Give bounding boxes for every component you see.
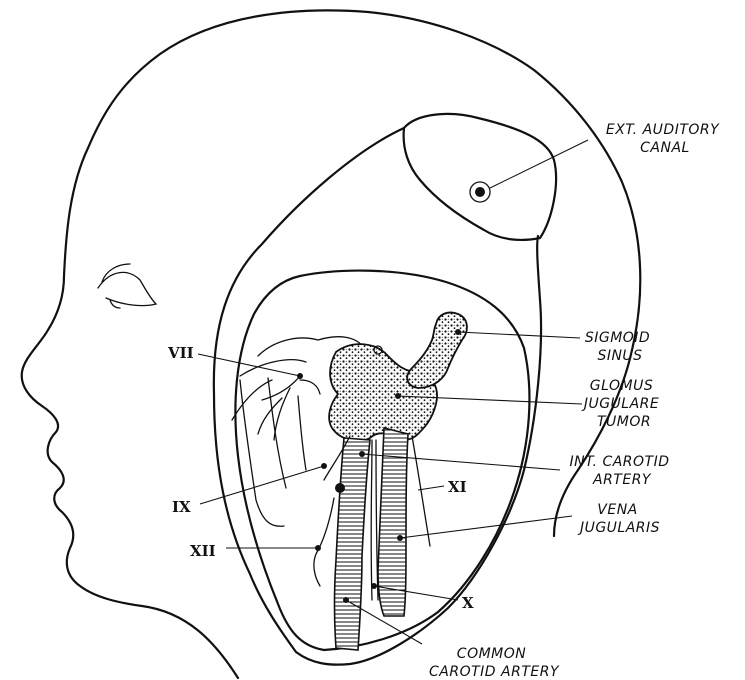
label-glomus-jugulare-tumor: GLOMUS JUGULARE TUMOR xyxy=(581,378,664,430)
label-nerve-xii: XII xyxy=(190,542,216,560)
facial-nerve-branches xyxy=(258,376,320,470)
ext-auditory-canal-opening xyxy=(470,182,490,202)
label-nerve-x: X xyxy=(462,594,474,612)
nerve-xii-hypoglossal xyxy=(314,498,334,586)
carotid-artery xyxy=(335,438,371,650)
label-sigmoid-sinus: SIGMOID SINUS xyxy=(585,330,655,364)
label-common-carotid-artery: COMMON CAROTID ARTERY xyxy=(429,646,560,680)
sigmoid-sinus xyxy=(407,312,467,388)
ganglion-node xyxy=(335,483,345,493)
nerve-x-vagus xyxy=(371,440,378,600)
label-vena-jugularis: VENA JUGULARIS xyxy=(577,502,660,536)
eye xyxy=(98,264,156,308)
label-int-carotid-artery: INT. CAROTID ARTERY xyxy=(570,454,675,488)
label-nerve-ix: IX xyxy=(172,498,191,516)
nerve-xi-accessory xyxy=(412,436,430,546)
label-nerve-vii: VII xyxy=(167,344,194,362)
ear-pinna xyxy=(404,114,556,240)
label-ext-auditory-canal: EXT. AUDITORY CANAL xyxy=(606,122,724,156)
label-nerve-xi: XI xyxy=(448,478,467,496)
head-profile-outline xyxy=(22,10,641,678)
